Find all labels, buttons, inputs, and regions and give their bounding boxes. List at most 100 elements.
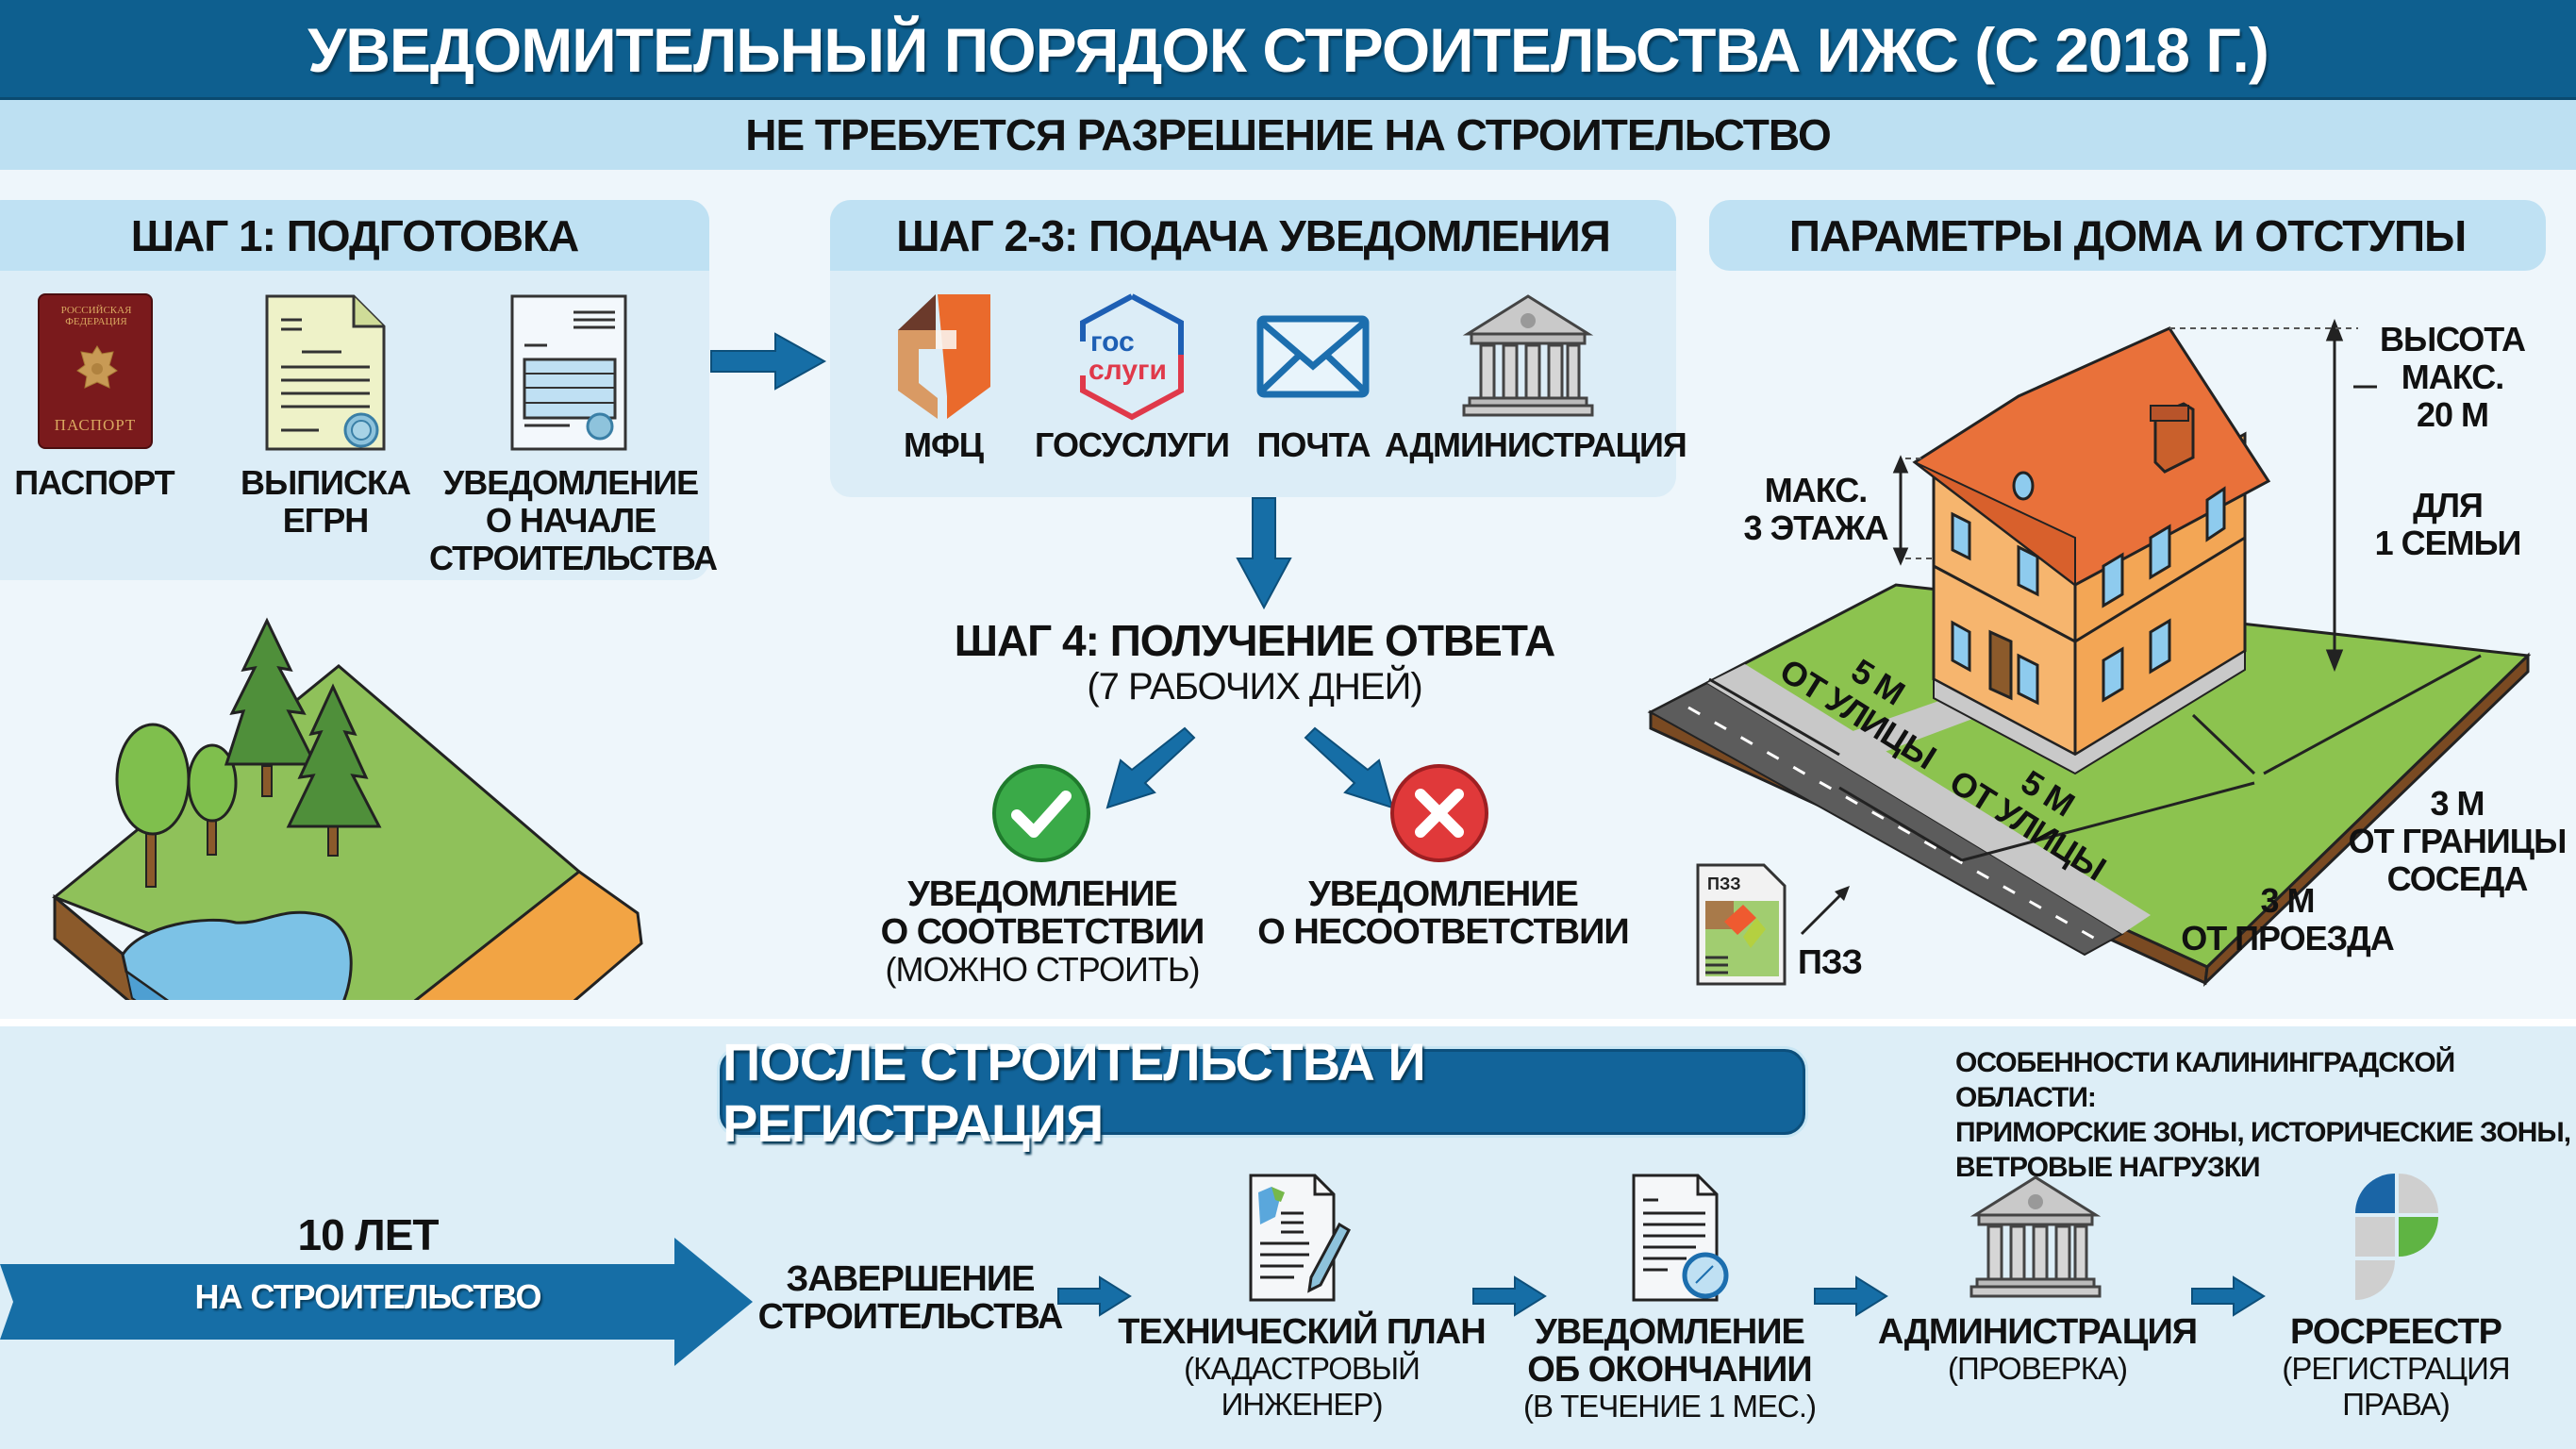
- technical-plan-icon: [1249, 1174, 1351, 1302]
- coat-of-arms-icon: [76, 345, 118, 389]
- flow-technical-plan: Технический план (кадастровый инженер): [1113, 1313, 1490, 1423]
- step4-title: Шаг 4: Получение ответа: [954, 616, 1556, 665]
- page-title: Уведомительный порядок строительства ИЖС…: [307, 15, 2269, 85]
- setback-neighbor-label: 3 м от границы соседа: [2339, 785, 2575, 898]
- max-height-line3: 20 м: [2416, 395, 2489, 434]
- check-circle-icon: [992, 764, 1090, 862]
- pzz-doc-text: ПЗЗ: [1707, 874, 1741, 893]
- term-value: 10 лет: [297, 1210, 439, 1259]
- egrn-label-line2: ЕГРН: [282, 501, 369, 540]
- arrow-down-icon: [1236, 497, 1292, 610]
- pzz-pointer-arrow-icon: [1800, 886, 1850, 936]
- single-family-label: Для 1 семьи: [2368, 487, 2528, 562]
- flow-technical-plan-note: (кадастровый инженер): [1184, 1351, 1421, 1422]
- compliance-line2: о соответствии: [880, 912, 1205, 952]
- after-construction-title: После строительства и регистрация: [720, 1032, 1805, 1153]
- setback-drive-label: 3 м от проезда: [2169, 882, 2405, 958]
- noncompliance-line1: Уведомление: [1308, 874, 1579, 914]
- gosuslugi-logo-top: гос: [1090, 326, 1135, 358]
- max-floors-line1: Макс.: [1764, 471, 1868, 509]
- page-subtitle: Не требуется разрешение на строительство: [745, 110, 1832, 159]
- flow-completion-notice-line1: Уведомление: [1535, 1312, 1805, 1352]
- construction-term-arrow-icon: [0, 1238, 753, 1366]
- flow-administration-title: Администрация: [1877, 1312, 2198, 1352]
- flow-administration-note: (проверка): [1948, 1351, 2128, 1386]
- single-family-line1: Для: [2413, 486, 2484, 525]
- arrow-right-icon: [710, 332, 827, 391]
- subheader-bar: [0, 100, 2576, 170]
- house-plot-illustration: [1647, 318, 2532, 987]
- flow-completion-notice: Уведомление об окончании (в течение 1 ме…: [1509, 1313, 1830, 1424]
- single-family-line2: 1 семьи: [2374, 524, 2522, 562]
- rosreestr-logo-icon: [2355, 1174, 2438, 1300]
- notification-start-line1: Уведомление: [442, 463, 699, 502]
- notification-start-label: Уведомление о начале строительства: [429, 463, 718, 577]
- mfc-logo-icon: [898, 294, 990, 419]
- header-bar: [0, 0, 2576, 100]
- max-height-line2: макс.: [2401, 358, 2504, 396]
- max-floors-line2: 3 этажа: [1743, 508, 1889, 547]
- kaliningrad-line1: Особенности Калининградской области:: [1955, 1047, 2455, 1113]
- setback-neighbor-text2: соседа: [2386, 859, 2529, 898]
- administration-label: Администрация: [1385, 425, 1687, 464]
- compliance-note: (можно строить): [885, 950, 1201, 989]
- setback-drive-value: 3 м: [2260, 881, 2315, 920]
- kaliningrad-line2: приморские зоны, исторические зоны,: [1955, 1117, 2571, 1148]
- notification-document-icon: [510, 294, 627, 451]
- step1-title: Шаг 1: Подготовка: [0, 200, 709, 271]
- step4-subtitle: (7 рабочих дней): [1087, 666, 1422, 708]
- government-building-icon: [1969, 1175, 2102, 1298]
- post-label: Почта: [1256, 425, 1371, 464]
- arrow-down-right-icon: [1304, 726, 1394, 809]
- egrn-label-line1: Выписка: [241, 463, 411, 502]
- flow-rosreestr-title: Росреестр: [2290, 1312, 2502, 1352]
- government-building-icon: [1462, 294, 1594, 417]
- tree-icon: [115, 617, 382, 888]
- notification-start-line3: строительства: [429, 539, 718, 577]
- flow-administration: Администрация (проверка): [1877, 1313, 2198, 1387]
- max-floors-label: Макс. 3 этажа: [1736, 472, 1896, 547]
- gosuslugi-logo-icon: гос слуги: [1080, 293, 1184, 421]
- kaliningrad-line3: ветровые нагрузки: [1955, 1152, 2261, 1183]
- mfc-label: МФЦ: [903, 425, 984, 464]
- noncompliance-line2: о несоответствии: [1257, 912, 1630, 952]
- step23-title: Шаг 2-3: Подача уведомления: [830, 200, 1676, 271]
- flow-rosreestr-note: (регистрация права): [2282, 1351, 2510, 1422]
- flow-arrow-icon: [1472, 1275, 1547, 1317]
- notification-start-line2: о начале: [485, 501, 656, 540]
- passport-label: Паспорт: [14, 463, 175, 502]
- arrow-down-left-icon: [1105, 726, 1196, 809]
- pzz-document-icon: ПЗЗ: [1696, 863, 1787, 986]
- flow-arrow-icon: [1057, 1275, 1132, 1317]
- gosuslugi-logo-bottom: слуги: [1089, 355, 1167, 386]
- gosuslugi-label: Госуслуги: [1035, 425, 1230, 464]
- term-label: на строительство: [194, 1277, 542, 1316]
- document-egrn-icon: [265, 294, 386, 451]
- completion-notice-icon: [1632, 1174, 1729, 1302]
- compliance-result: Уведомление о соответствии (можно строит…: [868, 875, 1217, 989]
- section-divider: [0, 1019, 2576, 1026]
- passport-icon: Российская Федерация Паспорт: [38, 293, 153, 449]
- envelope-icon: [1256, 315, 1370, 398]
- pzz-label: ПЗЗ: [1798, 942, 1863, 981]
- setback-neighbor-text1: от границы: [2348, 822, 2568, 860]
- flow-completion-line2: строительства: [757, 1297, 1064, 1337]
- setback-drive-text: от проезда: [2181, 919, 2395, 958]
- flow-completion-notice-note: (в течение 1 мес.): [1522, 1389, 1817, 1424]
- flow-rosreestr: Росреестр (регистрация права): [2226, 1313, 2566, 1423]
- x-circle-icon: [1390, 764, 1488, 862]
- flow-completion-line1: Завершение: [786, 1259, 1035, 1299]
- land-plot-illustration: [52, 617, 643, 1000]
- flow-technical-plan-title: Технический план: [1118, 1312, 1486, 1352]
- flow-completion: Завершение строительства: [755, 1260, 1066, 1336]
- passport-cover-text: Паспорт: [54, 416, 137, 434]
- noncompliance-result: Уведомление о несоответствии: [1255, 875, 1632, 951]
- flow-arrow-icon: [2191, 1275, 2266, 1317]
- passport-country-text: Российская Федерация: [60, 305, 132, 327]
- params-title: Параметры дома и отступы: [1709, 200, 2546, 271]
- compliance-line1: Уведомление: [907, 874, 1178, 914]
- setback-neighbor-value: 3 м: [2430, 784, 2485, 823]
- flow-completion-notice-line2: об окончании: [1527, 1350, 1812, 1390]
- egrn-label: Выписка ЕГРН: [231, 464, 420, 540]
- max-height-line1: Высота: [2379, 320, 2526, 358]
